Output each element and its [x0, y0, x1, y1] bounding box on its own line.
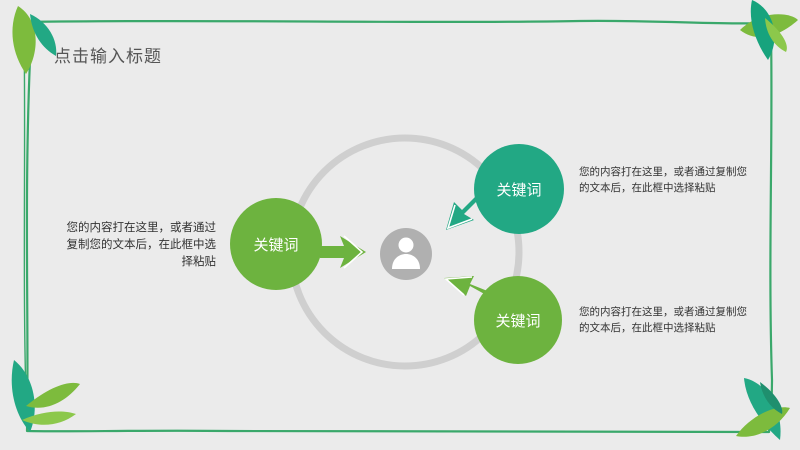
- keyword-label-bottom-right: 关键词: [495, 311, 541, 330]
- description-bottom-right[interactable]: 您的内容打在这里，或者通过复制您的文本后，在此框中选择粘贴: [579, 306, 747, 334]
- leaf-cluster-bottom-right: [736, 378, 790, 440]
- keyword-circle-left[interactable]: 关键词: [230, 198, 322, 290]
- description-left[interactable]: 您的内容打在这里，或者通过复制您的文本后，在此框中选择粘贴: [66, 220, 217, 268]
- slide-title[interactable]: 点击输入标题: [54, 47, 162, 67]
- leaf-cluster-top-right: [740, 0, 798, 60]
- keyword-label-top-right: 关键词: [496, 180, 542, 199]
- keyword-label-left: 关键词: [253, 235, 299, 254]
- description-top-right[interactable]: 您的内容打在这里，或者通过复制您的文本后，在此框中选择粘贴: [579, 166, 747, 194]
- arrow-left-node: [320, 235, 366, 269]
- keyword-circle-top-right[interactable]: 关键词: [474, 144, 564, 234]
- user-icon: [380, 228, 432, 280]
- arrow-top-right-node: [446, 196, 478, 230]
- keyword-circle-bottom-right[interactable]: 关键词: [474, 276, 562, 364]
- leaf-cluster-bottom-left: [11, 360, 80, 432]
- arrow-bottom-right-node: [444, 276, 490, 296]
- leaf-cluster-top-left: [12, 6, 57, 74]
